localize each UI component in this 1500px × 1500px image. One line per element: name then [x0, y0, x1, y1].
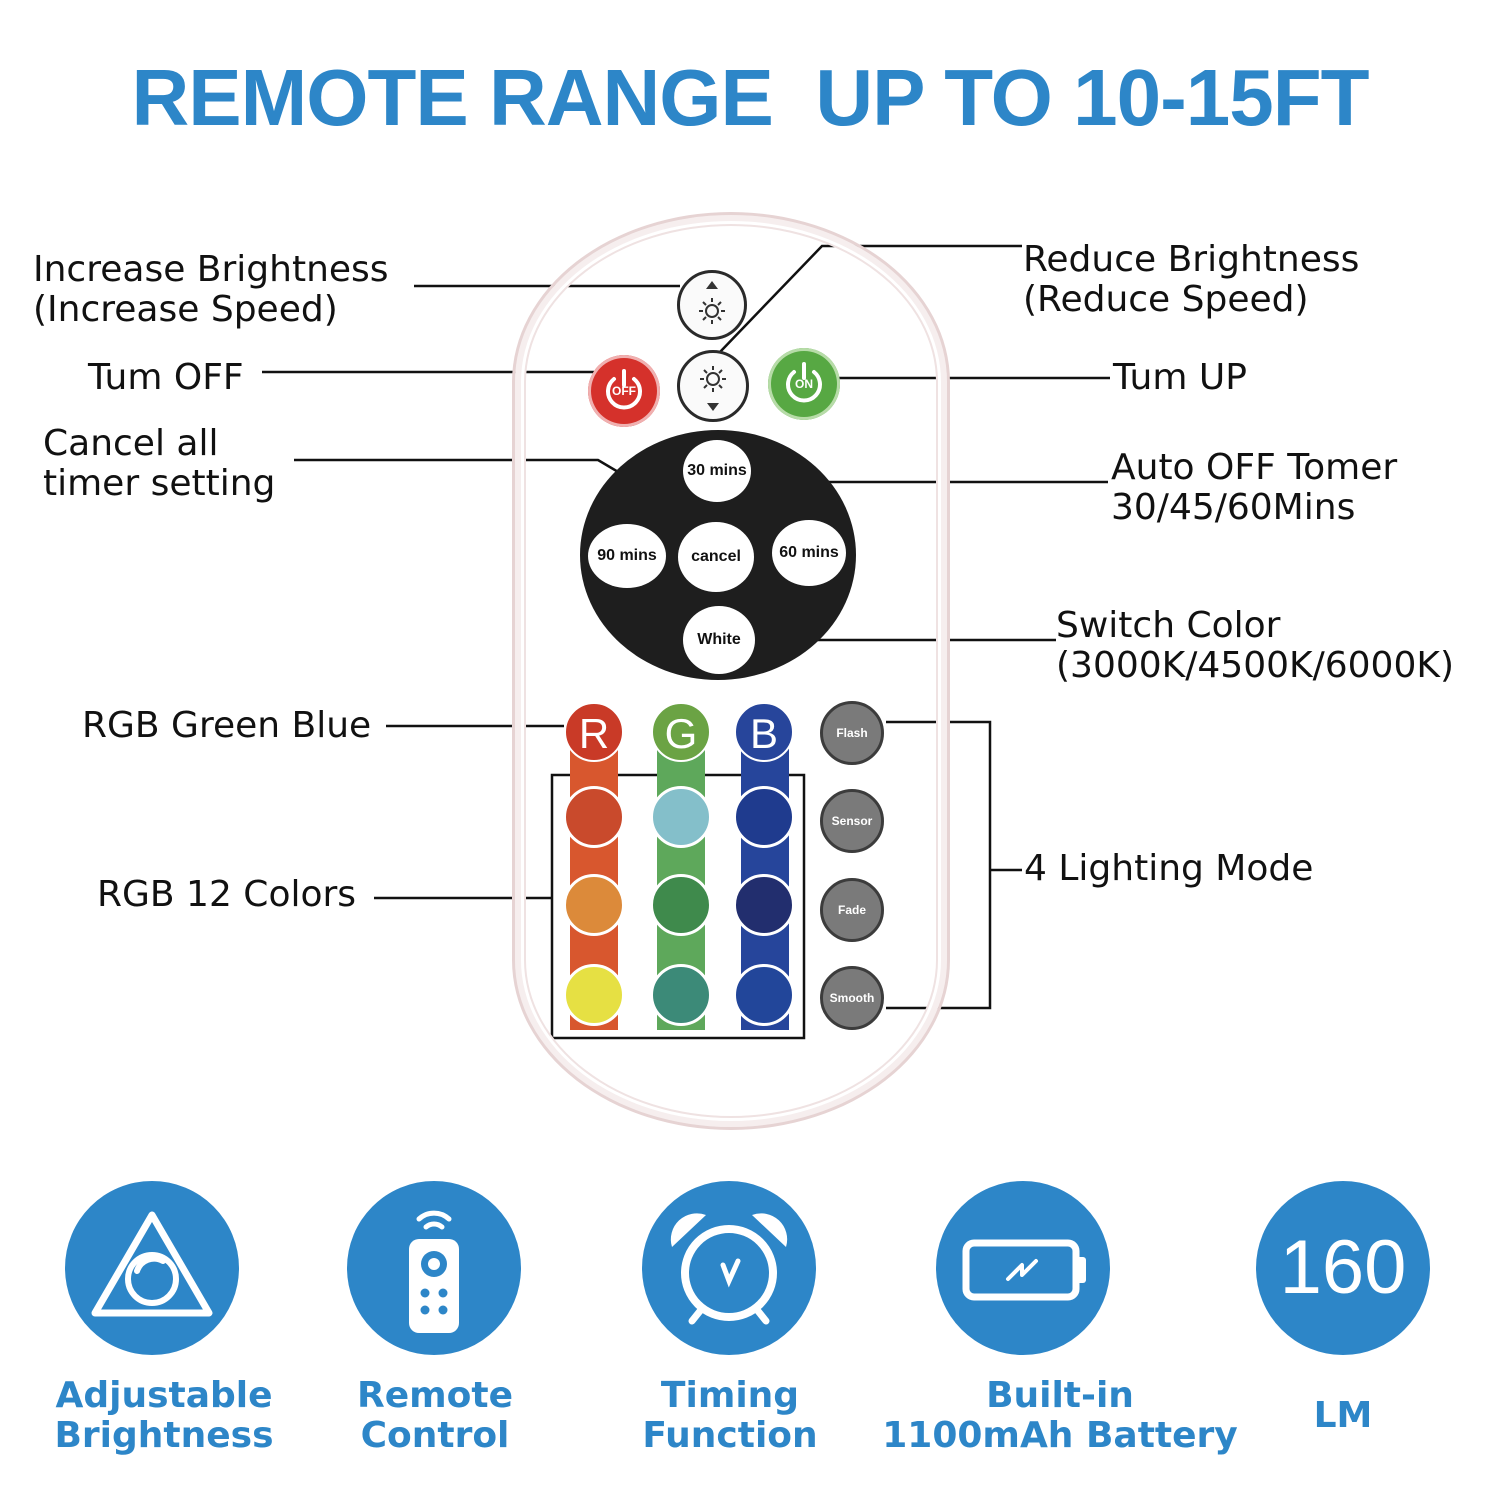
feature-brightness-line2: Brightness — [54, 1415, 274, 1456]
red-button[interactable]: R — [564, 702, 624, 762]
power-icon — [786, 362, 822, 403]
lumen-value: 160 — [1279, 1225, 1407, 1310]
label-cancel-timer: Cancel all timer setting — [43, 424, 275, 504]
label-lighting-modes: 4 Lighting Mode — [1024, 848, 1314, 889]
sun-up-icon — [699, 281, 725, 324]
timer-90-label: 90 mins — [597, 547, 657, 564]
mode-flash-label: Flash — [836, 726, 868, 740]
feature-timing-badge — [642, 1181, 816, 1355]
color-swatch-red-3[interactable] — [563, 964, 625, 1026]
label-rgb-12-colors: RGB 12 Colors — [97, 874, 357, 915]
mode-flash-button[interactable]: Flash — [820, 701, 884, 765]
timer-60-button[interactable]: 60 mins — [772, 520, 846, 586]
feature-battery-line1: Built-in — [986, 1375, 1134, 1416]
feature-battery-caption: Built-in 1100mAh Battery — [880, 1376, 1240, 1456]
sun-down-icon — [700, 366, 726, 411]
timer-cancel-button[interactable]: cancel — [678, 522, 754, 592]
color-swatch-blue-3[interactable] — [733, 964, 795, 1026]
remote-control-icon — [409, 1210, 459, 1333]
blue-button[interactable]: B — [734, 702, 794, 762]
mode-smooth-label: Smooth — [829, 991, 875, 1005]
alarm-clock-icon — [670, 1213, 788, 1325]
label-cancel-timer-line1: Cancel all — [43, 423, 219, 464]
color-swatch-red-1[interactable] — [563, 786, 625, 848]
feature-lumen-caption: LM — [1163, 1396, 1500, 1436]
white-label: White — [697, 631, 741, 648]
adjustable-brightness-icon — [91, 1211, 213, 1317]
label-rgb: RGB Green Blue — [82, 705, 372, 746]
red-label: R — [578, 710, 610, 757]
feature-lumen-badge: 160 — [1256, 1181, 1430, 1355]
brightness-down-button[interactable] — [677, 350, 749, 422]
timer-cancel-label: cancel — [691, 548, 741, 565]
feature-timing-line2: Function — [642, 1415, 818, 1456]
label-switch-color-line2: (3000K/4500K/6000K) — [1056, 645, 1455, 686]
blue-label: B — [749, 710, 778, 757]
label-reduce-brightness-line1: Reduce Brightness — [1023, 239, 1360, 280]
feature-battery-badge — [936, 1181, 1110, 1355]
green-button[interactable]: G — [651, 702, 711, 762]
battery-icon — [962, 1239, 1086, 1301]
label-auto-off-line2: 30/45/60Mins — [1111, 487, 1356, 528]
color-swatch-red-2[interactable] — [563, 874, 625, 936]
headline: REMOTE RANGE UP TO 10-15FT — [131, 53, 1370, 142]
label-auto-off-line1: Auto OFF Tomer — [1111, 447, 1398, 488]
color-swatch-blue-2[interactable] — [733, 874, 795, 936]
feature-timing-caption: Timing Function — [550, 1376, 910, 1456]
on-label: ON — [795, 377, 813, 391]
feature-remote-line2: Control — [360, 1415, 510, 1456]
label-increase-brightness-line1: Increase Brightness — [33, 249, 389, 290]
label-reduce-brightness-line2: (Reduce Speed) — [1023, 279, 1309, 320]
mode-fade-button[interactable]: Fade — [820, 878, 884, 942]
label-reduce-brightness: Reduce Brightness (Reduce Speed) — [1023, 240, 1359, 320]
label-turn-off: Tum OFF — [88, 357, 244, 398]
timer-30-label: 30 mins — [687, 462, 747, 479]
label-cancel-timer-line2: timer setting — [43, 463, 276, 504]
color-swatch-green-3[interactable] — [650, 964, 712, 1026]
feature-remote-caption: Remote Control — [255, 1376, 615, 1456]
feature-brightness-badge — [65, 1181, 239, 1355]
feature-timing-line1: Timing — [660, 1375, 800, 1416]
mode-smooth-button[interactable]: Smooth — [820, 966, 884, 1030]
color-swatch-blue-1[interactable] — [733, 786, 795, 848]
feature-lumen-unit: LM — [1313, 1395, 1373, 1436]
label-switch-color-line1: Switch Color — [1056, 605, 1281, 646]
timer-30-button[interactable]: 30 mins — [683, 440, 751, 502]
label-turn-up: Tum UP — [1113, 357, 1247, 398]
color-swatch-green-1[interactable] — [650, 786, 712, 848]
feature-brightness-caption: Adjustable Brightness — [0, 1376, 344, 1456]
timer-60-label: 60 mins — [779, 544, 839, 561]
brightness-up-button[interactable] — [677, 270, 747, 340]
mode-fade-label: Fade — [837, 903, 866, 917]
green-label: G — [664, 710, 698, 757]
power-off-button[interactable]: OFF — [588, 355, 660, 427]
timer-90-button[interactable]: 90 mins — [588, 524, 666, 588]
label-increase-brightness-line2: (Increase Speed) — [33, 289, 338, 330]
remote-control-body — [512, 212, 950, 1130]
color-swatch-green-2[interactable] — [650, 874, 712, 936]
off-label: OFF — [612, 384, 636, 398]
power-on-button[interactable]: ON — [768, 348, 840, 420]
white-color-button[interactable]: White — [683, 606, 755, 674]
feature-battery-line2: 1100mAh Battery — [882, 1415, 1238, 1456]
feature-remote-badge — [347, 1181, 521, 1355]
label-increase-brightness: Increase Brightness (Increase Speed) — [33, 250, 389, 330]
power-icon — [606, 369, 642, 410]
mode-sensor-button[interactable]: Sensor — [820, 789, 884, 853]
mode-sensor-label: Sensor — [831, 814, 873, 828]
feature-remote-line1: Remote — [356, 1375, 513, 1416]
label-switch-color: Switch Color (3000K/4500K/6000K) — [1056, 606, 1454, 686]
feature-brightness-line1: Adjustable — [55, 1375, 273, 1416]
label-auto-off: Auto OFF Tomer 30/45/60Mins — [1111, 448, 1397, 528]
